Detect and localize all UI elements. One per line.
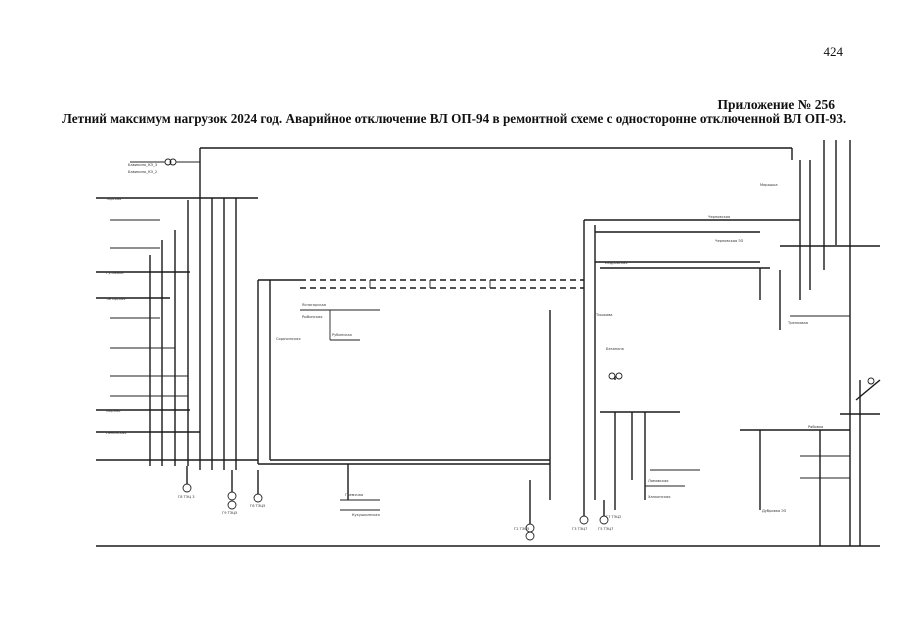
- right-center-network: [584, 219, 800, 510]
- substation-label: Гуляевка: [106, 271, 123, 275]
- generator-label: Г8 ТЭЦ 3: [178, 495, 195, 499]
- substation-label: Рубинская: [332, 333, 352, 337]
- substation-label: Гремячая: [345, 493, 363, 497]
- generator-label: Г7 ТЭЦ2: [606, 515, 621, 519]
- substation-label: Черновская ЭЗ: [715, 239, 744, 243]
- substation-labels: Бавикино_КЭ_3 Бавикино_КЭ_2 Тирская Гуля…: [105, 163, 823, 517]
- diagram-caption: Летний максимум нагрузок 2024 год. Авари…: [62, 111, 847, 126]
- generator-label: Г2 ТЭЦ5: [514, 527, 529, 531]
- substation-label: Рыбинская: [302, 315, 322, 319]
- appendix-label: Приложение № 256: [717, 97, 836, 112]
- substation-label: Бавикино_КЭ_2: [128, 170, 157, 174]
- substation-label: Ясногорская: [302, 303, 326, 307]
- generator-label: Г6 ТЭЦ5: [250, 504, 265, 508]
- generator-labels: Г8 ТЭЦ 3 Г9 ТЭЦ5 Г6 ТЭЦ5 Г2 ТЭЦ5 Г3 ТЭЦ7…: [178, 495, 621, 531]
- substation-label: Ленинская: [106, 431, 126, 435]
- middle-ring: [257, 220, 596, 500]
- page-number: 424: [823, 44, 844, 59]
- substation-label: Сорочинская: [276, 337, 301, 341]
- right-side-network: [740, 140, 881, 546]
- left-substation-block: [96, 148, 258, 470]
- generator-label: Г9 ТЭЦ5: [222, 511, 237, 515]
- substation-label: Мирная: [106, 409, 120, 413]
- substation-label: Ханкинская: [648, 495, 670, 499]
- substation-label: Дубровка ЭЗ: [762, 509, 787, 513]
- substation-label: Кукушкинская: [352, 513, 380, 517]
- substation-label: Тагирская: [105, 297, 125, 301]
- substation-label: Кедровская: [605, 261, 627, 265]
- substation-label: Мирошка: [760, 183, 778, 187]
- left-generators: [182, 466, 263, 510]
- substation-label: Рябовка: [808, 425, 823, 429]
- substation-label: Тренковая: [787, 321, 808, 325]
- generator-label: Г5 ТЭЦ7: [598, 527, 613, 531]
- substation-label: Тирская: [105, 197, 121, 201]
- substation-label: Безанхна: [606, 347, 624, 351]
- substation-label: Бавикино_КЭ_3: [128, 163, 157, 167]
- top-bus: [200, 147, 793, 160]
- generator-label: Г3 ТЭЦ7: [572, 527, 587, 531]
- substation-label: Черновская: [708, 215, 730, 219]
- substation-label: Ломовская: [648, 479, 668, 483]
- center-generators: [340, 372, 623, 541]
- substation-label: Тишкова: [595, 313, 613, 317]
